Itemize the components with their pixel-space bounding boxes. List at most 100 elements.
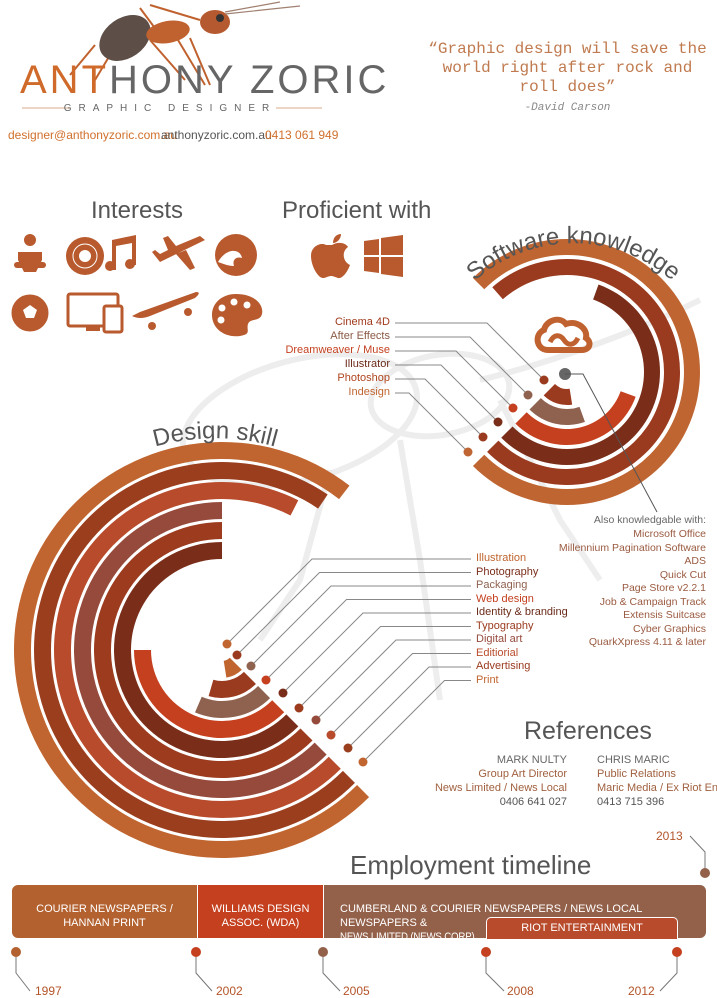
- timeline-marker-dot: [191, 947, 201, 957]
- timeline-marker-dot: [11, 947, 21, 957]
- design-dot: [278, 688, 288, 698]
- design-dot: [294, 703, 304, 713]
- also-knowledgable-item: Page Store v2.2.1: [621, 582, 706, 594]
- also-knowledgable-item: Cyber Graphics: [633, 622, 706, 635]
- software-leader-line: [395, 392, 469, 453]
- timeline-marker-line: [485, 952, 505, 992]
- software-dot: [493, 417, 503, 427]
- wave-icon: [215, 234, 257, 276]
- design-dot: [222, 639, 232, 649]
- design-label-photography: Photography: [476, 565, 539, 578]
- website-link[interactable]: anthonyzoric.com.au: [161, 128, 272, 142]
- design-leader-line: [315, 639, 471, 721]
- timeline-marker-dot: [672, 947, 682, 957]
- reference-phone: 0413 715 396: [597, 796, 665, 808]
- software-dot: [539, 375, 549, 385]
- design-leader-line: [347, 666, 471, 749]
- interests-title: Interests: [91, 197, 184, 224]
- reference-2: CHRIS MARIC Public Relations Maric Media…: [597, 753, 717, 809]
- email-link[interactable]: designer@anthonyzoric.com.au: [8, 128, 177, 142]
- year-2002: 2002: [216, 984, 243, 998]
- reference-name: MARK NULTY: [496, 754, 567, 766]
- design-leader-line: [265, 599, 471, 681]
- software-label-indesign: Indesign: [348, 386, 390, 398]
- also-knowledgable-item: Quick Cut: [659, 568, 706, 581]
- ant-logo-icon: [69, 1, 301, 86]
- reference-company: Maric Media / Ex Riot Ent.: [597, 782, 717, 794]
- software-leader-line: [395, 322, 545, 381]
- software-arc-illustrator: [501, 284, 661, 466]
- design-arc-typography: [93, 522, 313, 778]
- design-leader-line: [282, 612, 471, 694]
- design-label-editiorial: Editiorial: [476, 646, 519, 659]
- year-2005: 2005: [343, 984, 370, 998]
- year-2013: 2013: [656, 829, 683, 843]
- design-arc-identity-branding: [114, 542, 299, 758]
- design-leader-line: [236, 572, 471, 656]
- soccer-ball-icon: [10, 293, 50, 333]
- reference-phone: 0406 641 027: [499, 796, 567, 808]
- designer-name: ANTHONY ZORIC: [20, 58, 389, 103]
- reference-role: Public Relations: [597, 768, 676, 780]
- design-arc-packaging: [194, 686, 271, 718]
- job-title: GRAPHIC DESIGNER: [63, 103, 277, 114]
- year-1997: 1997: [35, 984, 62, 998]
- name-highlight: ANT: [20, 58, 109, 102]
- design-dot: [246, 661, 256, 671]
- design-leader-line: [330, 653, 471, 736]
- design-arc-web-design: [134, 650, 285, 739]
- skateboard-icon: [132, 292, 199, 330]
- airplane-icon: [152, 236, 205, 270]
- design-label-digital-art: Digital art: [476, 633, 523, 645]
- reference-role: Group Art Director: [478, 768, 567, 780]
- also-knowledgable-leader-line: [565, 373, 658, 513]
- design-label-advertising: Advertising: [476, 660, 531, 672]
- software-leader-line: [395, 364, 499, 423]
- timeline-marker-dot: [700, 868, 710, 878]
- design-label-identity-branding: Identity & branding: [476, 606, 568, 618]
- software-arc-cinema-4d: [543, 384, 573, 405]
- name-rest: HONY ZORIC: [109, 58, 390, 102]
- software-label-after-effects: After Effects: [330, 330, 390, 342]
- timeline-marker-dot: [481, 947, 491, 957]
- year-2012: 2012: [628, 984, 655, 998]
- reference-company: News Limited / News Local: [434, 782, 567, 794]
- proficient-title: Proficient with: [282, 197, 432, 224]
- quote-author: -David Carson: [524, 102, 611, 114]
- software-label-photoshop: Photoshop: [337, 372, 390, 384]
- design-label-web-design: Web design: [476, 592, 534, 605]
- job-cumberland-line2: NEWS LIMITED (NEWS CORP): [340, 931, 475, 943]
- employment-timeline-title: Employment timeline: [350, 850, 592, 880]
- design-arc-illustration: [223, 657, 242, 678]
- design-leader-line: [298, 626, 471, 709]
- adobe-creative-cloud-icon: [534, 316, 593, 353]
- timeline-marker-line: [689, 835, 706, 873]
- design-label-packaging: Packaging: [476, 579, 528, 591]
- timeline-marker-line: [659, 952, 678, 992]
- yoga-person-icon: [14, 234, 46, 272]
- quote-text: “Graphic design will save the world righ…: [428, 40, 707, 96]
- year-2008: 2008: [507, 984, 534, 998]
- software-leader-line: [395, 350, 514, 409]
- windows-icon: [364, 235, 403, 277]
- software-leader-line: [395, 336, 529, 396]
- job-riot-entertainment: RIOT ENTERTAINMENT: [486, 917, 678, 939]
- references-title: References: [524, 717, 652, 745]
- design-arc-photography: [208, 671, 256, 699]
- software-label-dreamweaver-muse: Dreamweaver / Muse: [285, 344, 390, 356]
- phone-number: 0413 061 949: [265, 128, 339, 142]
- software-arc-after-effects: [529, 398, 585, 425]
- also-knowledgable-item: Microsoft Office: [633, 528, 706, 540]
- software-label-cinema-4d: Cinema 4D: [334, 316, 390, 328]
- design-label-illustration: Illustration: [476, 552, 527, 564]
- also-knowledgable-item: ADS: [684, 555, 706, 567]
- design-dot: [232, 650, 242, 660]
- design-arc-advertising: [34, 461, 355, 838]
- design-arc-print: [14, 442, 370, 858]
- music-note-icon: [105, 235, 136, 271]
- software-dot: [478, 432, 488, 442]
- design-dot: [326, 730, 336, 740]
- also-knowledgable-item: Extensis Suitcase: [623, 609, 706, 621]
- design-leader-line: [226, 558, 471, 645]
